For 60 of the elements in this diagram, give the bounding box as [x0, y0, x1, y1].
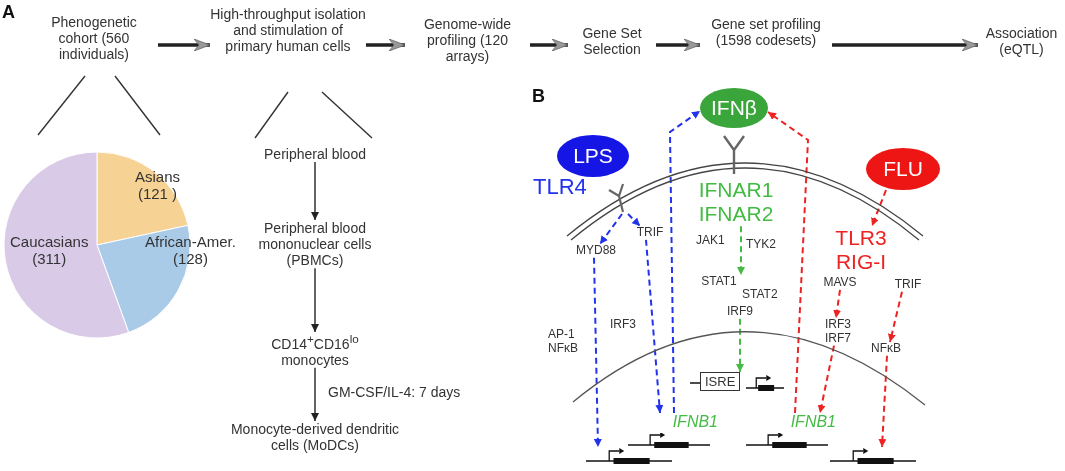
arrow	[832, 38, 979, 52]
arrow	[311, 367, 319, 422]
arrow	[530, 38, 569, 52]
dashed-arrow	[627, 213, 641, 227]
dashed-arrow	[599, 213, 623, 245]
receptor-label: TLR4	[533, 174, 587, 200]
dashed-arrow	[817, 344, 835, 414]
stimulus-ellipse: LPS	[557, 135, 629, 177]
dashed-arrow	[669, 110, 701, 414]
slice-label: Asians (121 )	[135, 168, 181, 203]
gene-icon	[830, 447, 916, 465]
protein-label: NFκB	[864, 342, 908, 356]
protein-label: IRF3	[610, 318, 636, 332]
receptor-label: TLR3 RIG-I	[818, 226, 904, 275]
dashed-arrow	[767, 111, 810, 414]
arrow	[311, 161, 319, 221]
protein-label: AP-1 NFκB	[548, 328, 579, 356]
step-label: Monocyte-derived dendritic cells (MoDCs)	[222, 421, 408, 454]
arrow	[656, 38, 701, 52]
step-label: CD14$^{+}$CD16$^{lo}$ monocytes	[255, 332, 375, 368]
step-label: Phenogenetic cohort (560 individuals)	[30, 14, 158, 63]
slice-label: Caucasians (311)	[10, 233, 89, 268]
dashed-arrow	[736, 317, 744, 373]
dashed-arrow	[593, 256, 602, 448]
step-label: Peripheral blood	[245, 146, 385, 163]
promoter-element-box: ISRE	[700, 372, 741, 391]
arrow	[366, 38, 406, 52]
dashed-arrow	[737, 225, 745, 276]
dashed-arrow	[645, 238, 664, 414]
dashed-arrow	[871, 189, 887, 227]
protein-label: IRF9	[722, 305, 758, 319]
panel-letter: A	[2, 2, 15, 23]
panel-letter: B	[532, 86, 545, 107]
receptor-label: IFNAR1 IFNAR2	[688, 178, 784, 227]
protein-label: MYD88	[570, 244, 622, 258]
step-label: High-throughput isolation and stimulation of primary human cells	[210, 6, 366, 55]
stimulus-ellipse: FLU	[866, 148, 940, 190]
step-label: Genome-wide profiling (120 arrays)	[405, 16, 530, 65]
protein-label: MAVS	[818, 276, 862, 290]
protein-label: JAK1	[696, 234, 725, 248]
step-label: Gene Set Selection	[568, 25, 656, 58]
dashed-arrow	[887, 290, 903, 343]
protein-label: TRIF	[888, 278, 928, 292]
arrow	[158, 38, 211, 52]
protein-label: TRIF	[630, 226, 670, 240]
gene-icon	[586, 447, 672, 465]
step-label: Association (eQTL)	[978, 25, 1065, 58]
arrow	[311, 267, 319, 333]
cytokine-ellipse: IFNβ	[700, 88, 768, 128]
dashed-arrow	[878, 354, 888, 448]
step-label: Gene set profiling (1598 codesets)	[700, 16, 832, 49]
dashed-arrow	[833, 288, 842, 319]
gene-label: IFNB1	[790, 413, 836, 432]
edge-label: GM-CSF/IL-4: 7 days	[328, 384, 461, 401]
protein-label: STAT2	[742, 288, 778, 302]
protein-label: IRF3 IRF7	[818, 318, 858, 346]
slice-label: African-Amer. (128)	[145, 233, 236, 268]
gene-label: IFNB1	[672, 413, 718, 432]
protein-label: STAT1	[697, 275, 741, 289]
protein-label: TYK2	[746, 238, 776, 252]
